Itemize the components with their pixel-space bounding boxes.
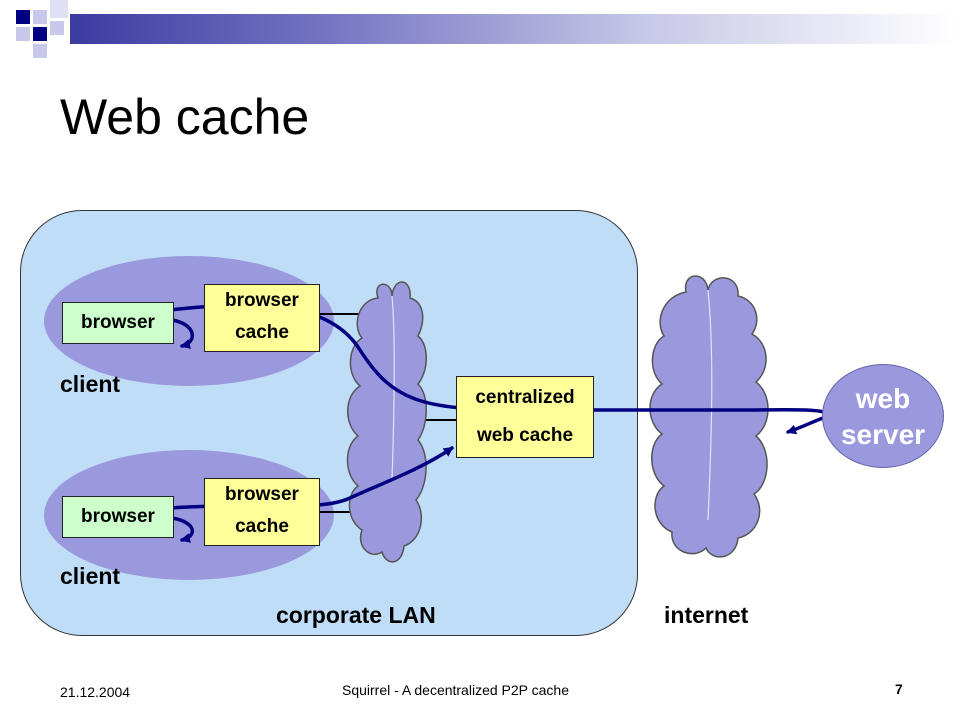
bottom-cache-return-arrow	[170, 516, 194, 543]
header-square	[16, 27, 30, 41]
header-square	[33, 27, 47, 41]
top-cache-line2: cache	[235, 322, 289, 343]
top-cache-return-arrow	[170, 318, 194, 349]
bottom-cache-line2: cache	[235, 516, 289, 537]
top-browser-cache-box: browser cache	[204, 284, 320, 352]
web-server-line2: server	[840, 419, 926, 450]
lan-cloud-icon	[346, 281, 427, 563]
internet-label: internet	[664, 602, 749, 628]
header-gradient-bar	[70, 14, 960, 44]
bottom-cache-line1: browser	[225, 484, 299, 505]
header-square	[16, 10, 30, 24]
client-bottom-label: client	[60, 563, 121, 589]
internet-cloud-icon	[649, 275, 769, 558]
header-square	[33, 10, 47, 24]
bottom-browser-box: browser	[62, 496, 174, 538]
header-square	[33, 44, 47, 58]
central-cache-line1: centralized	[475, 387, 575, 408]
centralized-web-cache-box: centralized web cache	[456, 376, 594, 458]
web-server-line1: web	[855, 383, 911, 414]
corporate-lan-label: corporate LAN	[276, 602, 436, 628]
header-square	[50, 21, 64, 35]
client-top-label: client	[60, 371, 121, 397]
footer-presentation-title: Squirrel - A decentralized P2P cache	[342, 682, 569, 698]
central-cache-line2: web cache	[476, 425, 574, 446]
header-square	[50, 0, 68, 18]
footer-page-number: 7	[895, 681, 903, 697]
top-browser-box: browser	[62, 302, 174, 344]
web-server-node: web server	[822, 364, 944, 468]
slide-title: Web cache	[60, 89, 310, 145]
bottom-browser-cache-box: browser cache	[204, 478, 320, 546]
top-cache-line1: browser	[225, 290, 299, 311]
footer-date: 21.12.2004	[60, 684, 131, 700]
